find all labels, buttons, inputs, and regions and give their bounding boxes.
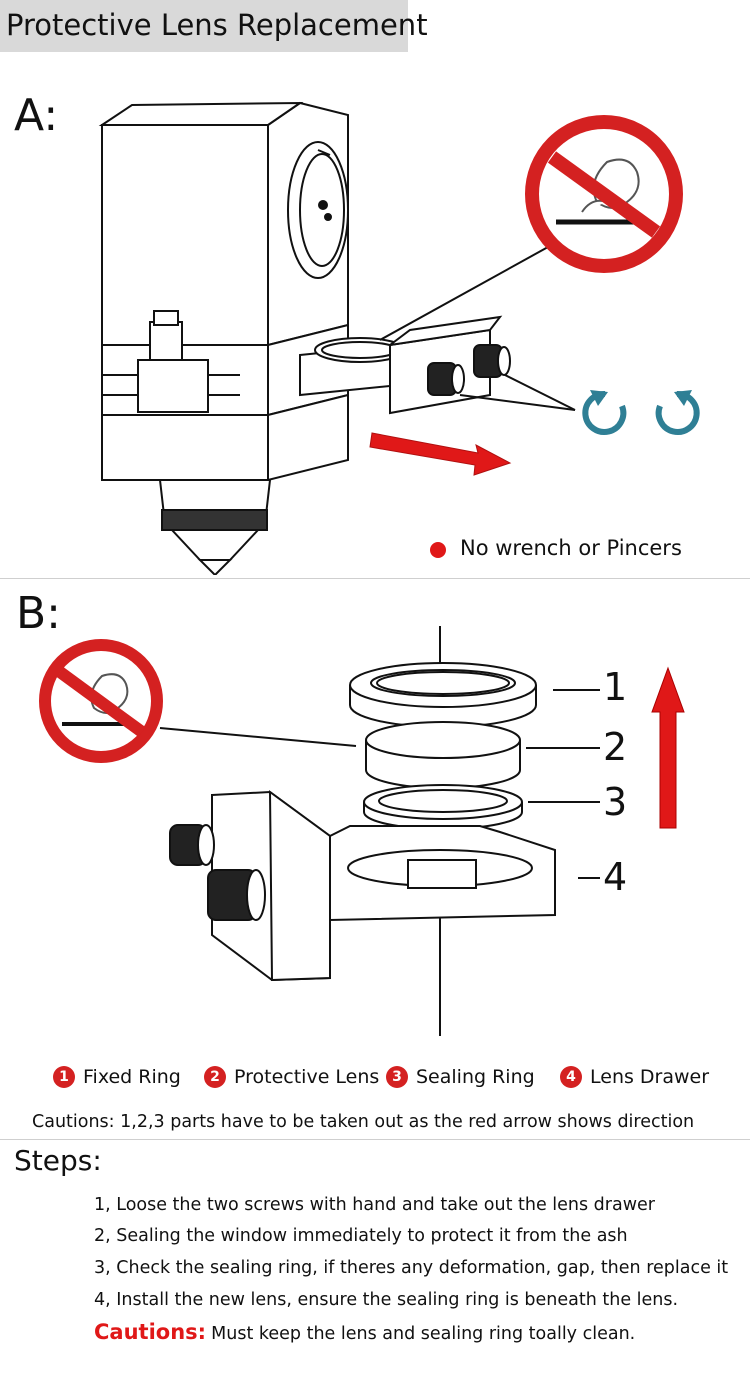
fixed-ring: [349, 662, 537, 728]
steps-title: Steps:: [14, 1144, 102, 1177]
title-bar: [0, 0, 408, 52]
step-item: 4, Install the new lens, ensure the seal…: [94, 1290, 679, 1310]
legend-item: 2 Protective Lens: [204, 1066, 379, 1088]
caution-label: Cautions:: [94, 1320, 207, 1344]
section-b-label: B:: [16, 588, 62, 639]
part-number-4: 4: [603, 855, 628, 899]
legend-label: Lens Drawer: [590, 1066, 710, 1088]
final-caution: Cautions: Must keep the lens and sealing…: [94, 1320, 635, 1344]
step-item: 1, Loose the two screws with hand and ta…: [94, 1195, 655, 1215]
legend-badge: 1: [53, 1066, 75, 1088]
step-item: 2, Sealing the window immediately to pro…: [94, 1226, 628, 1246]
parts-caution: Cautions: 1,2,3 parts have to be taken o…: [32, 1112, 695, 1132]
note-bullet: [430, 542, 446, 558]
legend-badge: 2: [204, 1066, 226, 1088]
pointer-line: [504, 374, 576, 411]
legend-label: Sealing Ring: [416, 1066, 535, 1088]
divider: [0, 1139, 750, 1140]
no-hand-icon: [525, 115, 683, 273]
legend-item: 1 Fixed Ring: [53, 1066, 181, 1088]
part-number-2: 2: [603, 725, 628, 769]
page-title: Protective Lens Replacement: [6, 8, 428, 42]
section-b-illustration: [159, 626, 685, 1036]
caution-text: Must keep the lens and sealing ring toal…: [211, 1324, 636, 1344]
laser-head: [98, 101, 349, 575]
pointer-line: [459, 394, 576, 411]
section-a-label: A:: [14, 90, 59, 141]
sealing-ring: [363, 784, 523, 830]
step-item: 3, Check the sealing ring, if theres any…: [94, 1258, 729, 1278]
part-number-1: 1: [603, 665, 628, 709]
legend-item: 4 Lens Drawer: [560, 1066, 709, 1088]
lens-drawer-b: [169, 790, 556, 982]
direction-arrow: [369, 432, 512, 476]
lens-drawer: [299, 315, 511, 415]
no-wrench-note: No wrench or Pincers: [460, 536, 682, 560]
leader-lines: [159, 689, 600, 879]
clockwise-icon: [655, 390, 700, 435]
protective-lens: [365, 721, 521, 789]
legend-label: Fixed Ring: [83, 1066, 181, 1088]
pointer-line: [379, 246, 549, 341]
legend-badge: 4: [560, 1066, 582, 1088]
legend-label: Protective Lens: [234, 1066, 380, 1088]
legend-item: 3 Sealing Ring: [386, 1066, 535, 1088]
part-number-3: 3: [603, 780, 628, 824]
up-arrow: [651, 666, 685, 829]
no-hand-icon-b: [39, 639, 163, 763]
divider: [0, 578, 750, 579]
counterclockwise-icon: [582, 390, 627, 435]
section-a-illustration: [98, 101, 576, 575]
legend-badge: 3: [386, 1066, 408, 1088]
